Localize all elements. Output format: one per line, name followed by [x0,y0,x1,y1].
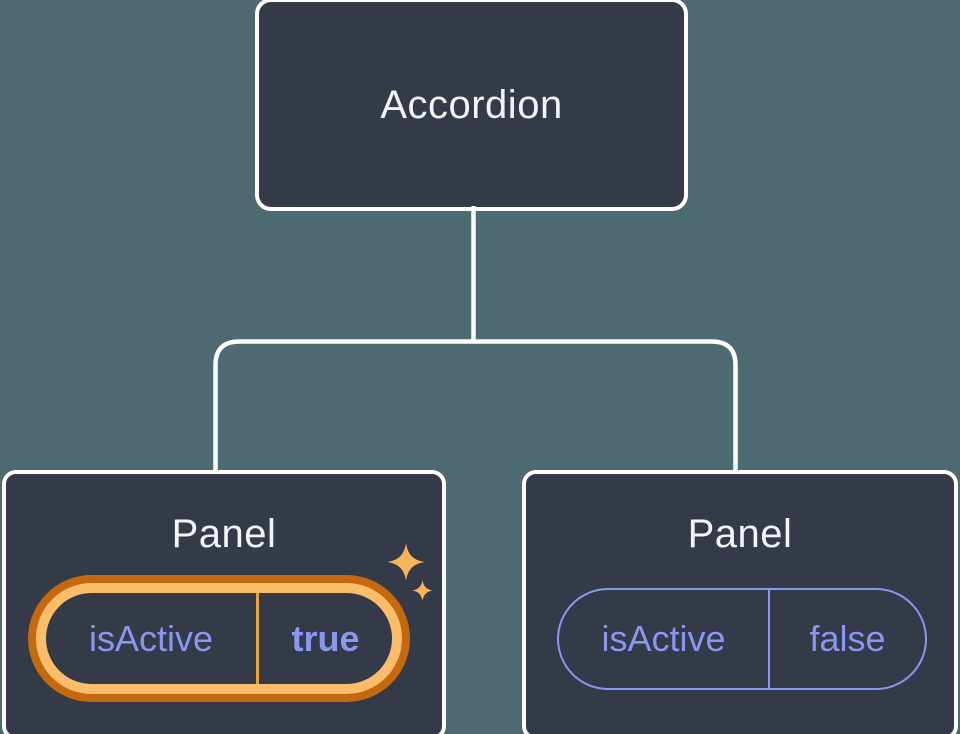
prop-pill-inactive: isActive false [557,588,927,690]
prop-pill-highlight-ring: isActive true [28,575,410,702]
accordion-node-label: Accordion [380,82,563,127]
panel-node-inactive: Panel isActive false [522,470,958,734]
pill-divider [256,593,259,684]
panel-node-label: Panel [687,512,793,556]
accordion-node: Accordion [255,0,688,211]
prop-value-cell: true [291,617,360,659]
prop-name-cell: isActive [88,617,214,659]
connector-branch [213,339,738,472]
panel-node-label: Panel [171,512,277,556]
pill-divider [768,590,770,688]
panel-node-active: Panel isActive true [2,470,446,734]
prop-pill-highlight-inner-ring: isActive true [36,583,402,694]
prop-name-cell: isActive [601,618,726,659]
sparkle-small-icon [412,580,433,601]
prop-value-cell: false [809,618,886,659]
prop-pill-active: isActive true [46,593,392,684]
sparkles-icon [387,543,425,581]
